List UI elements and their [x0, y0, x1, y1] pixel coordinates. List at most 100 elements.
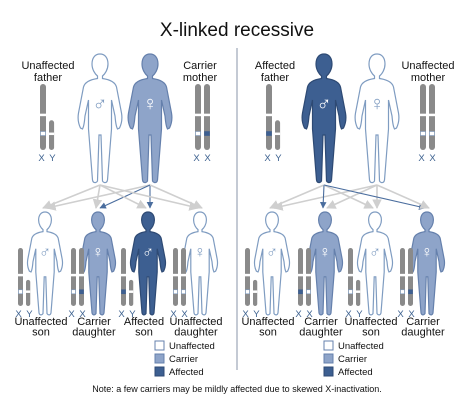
- right_panel-child-0-figure-silhouette: [253, 211, 291, 316]
- inheritance-arrow: [99, 184, 151, 209]
- legend-affected-label: Affected: [169, 367, 204, 378]
- female-symbol-icon: ♀: [194, 244, 206, 261]
- left_panel-child-1-label-line1: Carrier: [77, 316, 111, 328]
- right_panel-mother-chromosomes-x2-body: [429, 84, 435, 150]
- left_panel-child-3-chromosomes-label: X X: [170, 309, 188, 320]
- right_panel-child-3-label-line2: daughter: [401, 327, 445, 339]
- right_panel-father-chromosomes-x1-centromere: [266, 113, 272, 117]
- legend-carrier-swatch: [154, 353, 165, 364]
- right_panel-child-2-chromosomes-y: [356, 279, 361, 306]
- left_panel-child-1-chromosomes-x1-allele-band: [71, 289, 76, 295]
- inheritance-arrow: [273, 184, 378, 211]
- right_panel-child-0-label-line1: Unaffected: [241, 316, 294, 328]
- right_panel-mother-label-line2: mother: [411, 72, 446, 84]
- right_panel-mother-figure-silhouette: [354, 53, 400, 184]
- inheritance-arrow: [92, 184, 103, 209]
- left_panel-child-0-chromosomes-y: [26, 279, 31, 306]
- right_panel-mother-chromosomes-x1-body: [420, 84, 426, 150]
- left_panel-father-chromosomes-y-body: [49, 120, 55, 150]
- legend-affected-label-right: Affected: [338, 367, 373, 378]
- male-symbol-icon: ♂: [266, 244, 278, 261]
- right_panel-father-chromosomes-y-body: [275, 120, 281, 150]
- inheritance-arrow: [319, 184, 327, 209]
- right_panel-father-label-line2: father: [261, 72, 289, 84]
- right_panel-child-3-chromosomes-x2-centromere: [408, 273, 413, 277]
- left_panel-father-chromosomes-y: [49, 120, 55, 150]
- footnote: Note: a few carriers may be mildly affec…: [92, 384, 381, 394]
- female-symbol-icon: ♀: [92, 244, 104, 261]
- right_panel-mother-figure: ♀: [354, 53, 400, 184]
- left_panel-child-2-chromosomes-y: [129, 279, 134, 306]
- right_panel-child-0-chromosomes-x1-centromere: [245, 273, 250, 277]
- inheritance-arrow: [99, 184, 199, 211]
- inheritance-arrow: [323, 184, 374, 209]
- right_panel-child-1-figure-silhouette: [306, 211, 344, 316]
- left_panel-child-3-chromosomes-x1-allele-band: [173, 289, 178, 295]
- left_panel-child-3-figure: ♀: [181, 211, 219, 316]
- diagram-title: X-linked recessive: [160, 20, 314, 41]
- left_panel-child-0-figure-silhouette: [26, 211, 64, 316]
- left_panel-child-1-chromosomes-label: X X: [68, 309, 86, 320]
- female-symbol-icon: ♀: [143, 93, 158, 115]
- male-symbol-icon: ♂: [369, 244, 381, 261]
- right_panel-mother-chromosomes-x2: [429, 84, 435, 150]
- left_panel-child-0-label-line1: Unaffected: [14, 316, 67, 328]
- left_panel-child-1-chromosomes-x2: [79, 248, 84, 306]
- right_panel-child-1-figure: ♀: [306, 211, 344, 316]
- right_panel-child-3-chromosomes-x2-allele-band: [408, 289, 413, 295]
- right_panel-child-1-chromosomes-x2-allele-band: [306, 289, 311, 295]
- right_panel-child-1-chromosomes-x1-centromere: [298, 273, 303, 277]
- left_panel-child-3-chromosomes-x2-centromere: [181, 273, 186, 277]
- right_panel-child-1-label-line2: daughter: [299, 327, 343, 339]
- right_panel-father-chromosomes-x1-body: [266, 84, 272, 150]
- left_panel-father-chromosomes-x1-centromere: [40, 113, 46, 117]
- left_panel-father-chromosomes-x1: [40, 84, 46, 150]
- right_panel-child-2-chromosomes-x1-body: [348, 248, 353, 306]
- right_panel-mother-chromosomes-x2-allele-band: [429, 131, 435, 136]
- inheritance-arrow: [149, 184, 203, 209]
- left_panel-father-chromosomes-x1-body: [40, 84, 46, 150]
- female-symbol-icon: ♀: [421, 244, 433, 261]
- right_panel-child-2-label-line1: Unaffected: [344, 316, 397, 328]
- right_panel-father-chromosomes-x1-allele-band: [266, 131, 272, 136]
- right_panel-child-1-label-line1: Carrier: [304, 316, 338, 328]
- left_panel-child-1-figure: ♀: [79, 211, 117, 316]
- male-symbol-icon: ♂: [142, 244, 154, 261]
- right_panel-child-1-chromosomes-x1-body: [298, 248, 303, 306]
- right_panel-child-1-chromosomes-x1: [298, 248, 303, 306]
- legend-unaffected-label-right: Unaffected: [338, 341, 384, 352]
- inheritance-arrow: [323, 184, 426, 210]
- right_panel-father-chromosomes-y-centromere: [275, 132, 281, 136]
- right_panel-child-0-chromosomes-y: [253, 279, 258, 306]
- right_panel-father-figure: ♂: [301, 53, 347, 184]
- right_panel-child-2-chromosomes-y-body: [356, 279, 361, 306]
- inheritance-arrow: [269, 184, 325, 210]
- left_panel-mother-figure: ♀: [127, 53, 173, 184]
- left_panel-father-chromosomes-y-centromere: [49, 132, 55, 136]
- left_panel-child-2-chromosomes-y-body: [129, 279, 134, 306]
- right_panel-father-chromosomes-label: X Y: [264, 153, 282, 164]
- left_panel-mother-chromosomes-x1: [195, 84, 201, 150]
- right_panel-child-2-figure: ♂: [356, 211, 394, 316]
- legend-unaffected-swatch-right: [323, 340, 334, 351]
- right_panel-mother-chromosomes-x2-centromere: [429, 113, 435, 117]
- right_panel-child-1-chromosomes-label: X X: [295, 309, 313, 320]
- people-figures: ♂♀♂♀♂♀♂♀♂♀♂♀: [26, 53, 446, 316]
- left_panel-child-0-figure: ♂: [26, 211, 64, 316]
- left_panel-child-3-chromosomes-x2: [181, 248, 186, 306]
- right_panel-child-0-chromosomes-y-centromere: [253, 290, 258, 293]
- inheritance-arrows: [42, 184, 430, 211]
- right_panel-child-3-chromosomes-x2: [408, 248, 413, 306]
- male-symbol-icon: ♂: [93, 93, 108, 115]
- left_panel-child-2-chromosomes-x1-centromere: [121, 273, 126, 277]
- left_panel-child-2-chromosomes-x1-allele-band: [121, 289, 126, 295]
- right_panel-child-3-chromosomes-x2-body: [408, 248, 413, 306]
- right_panel-child-3-chromosomes-label: X X: [397, 309, 415, 320]
- left_panel-child-0-chromosomes-x1-centromere: [18, 273, 23, 277]
